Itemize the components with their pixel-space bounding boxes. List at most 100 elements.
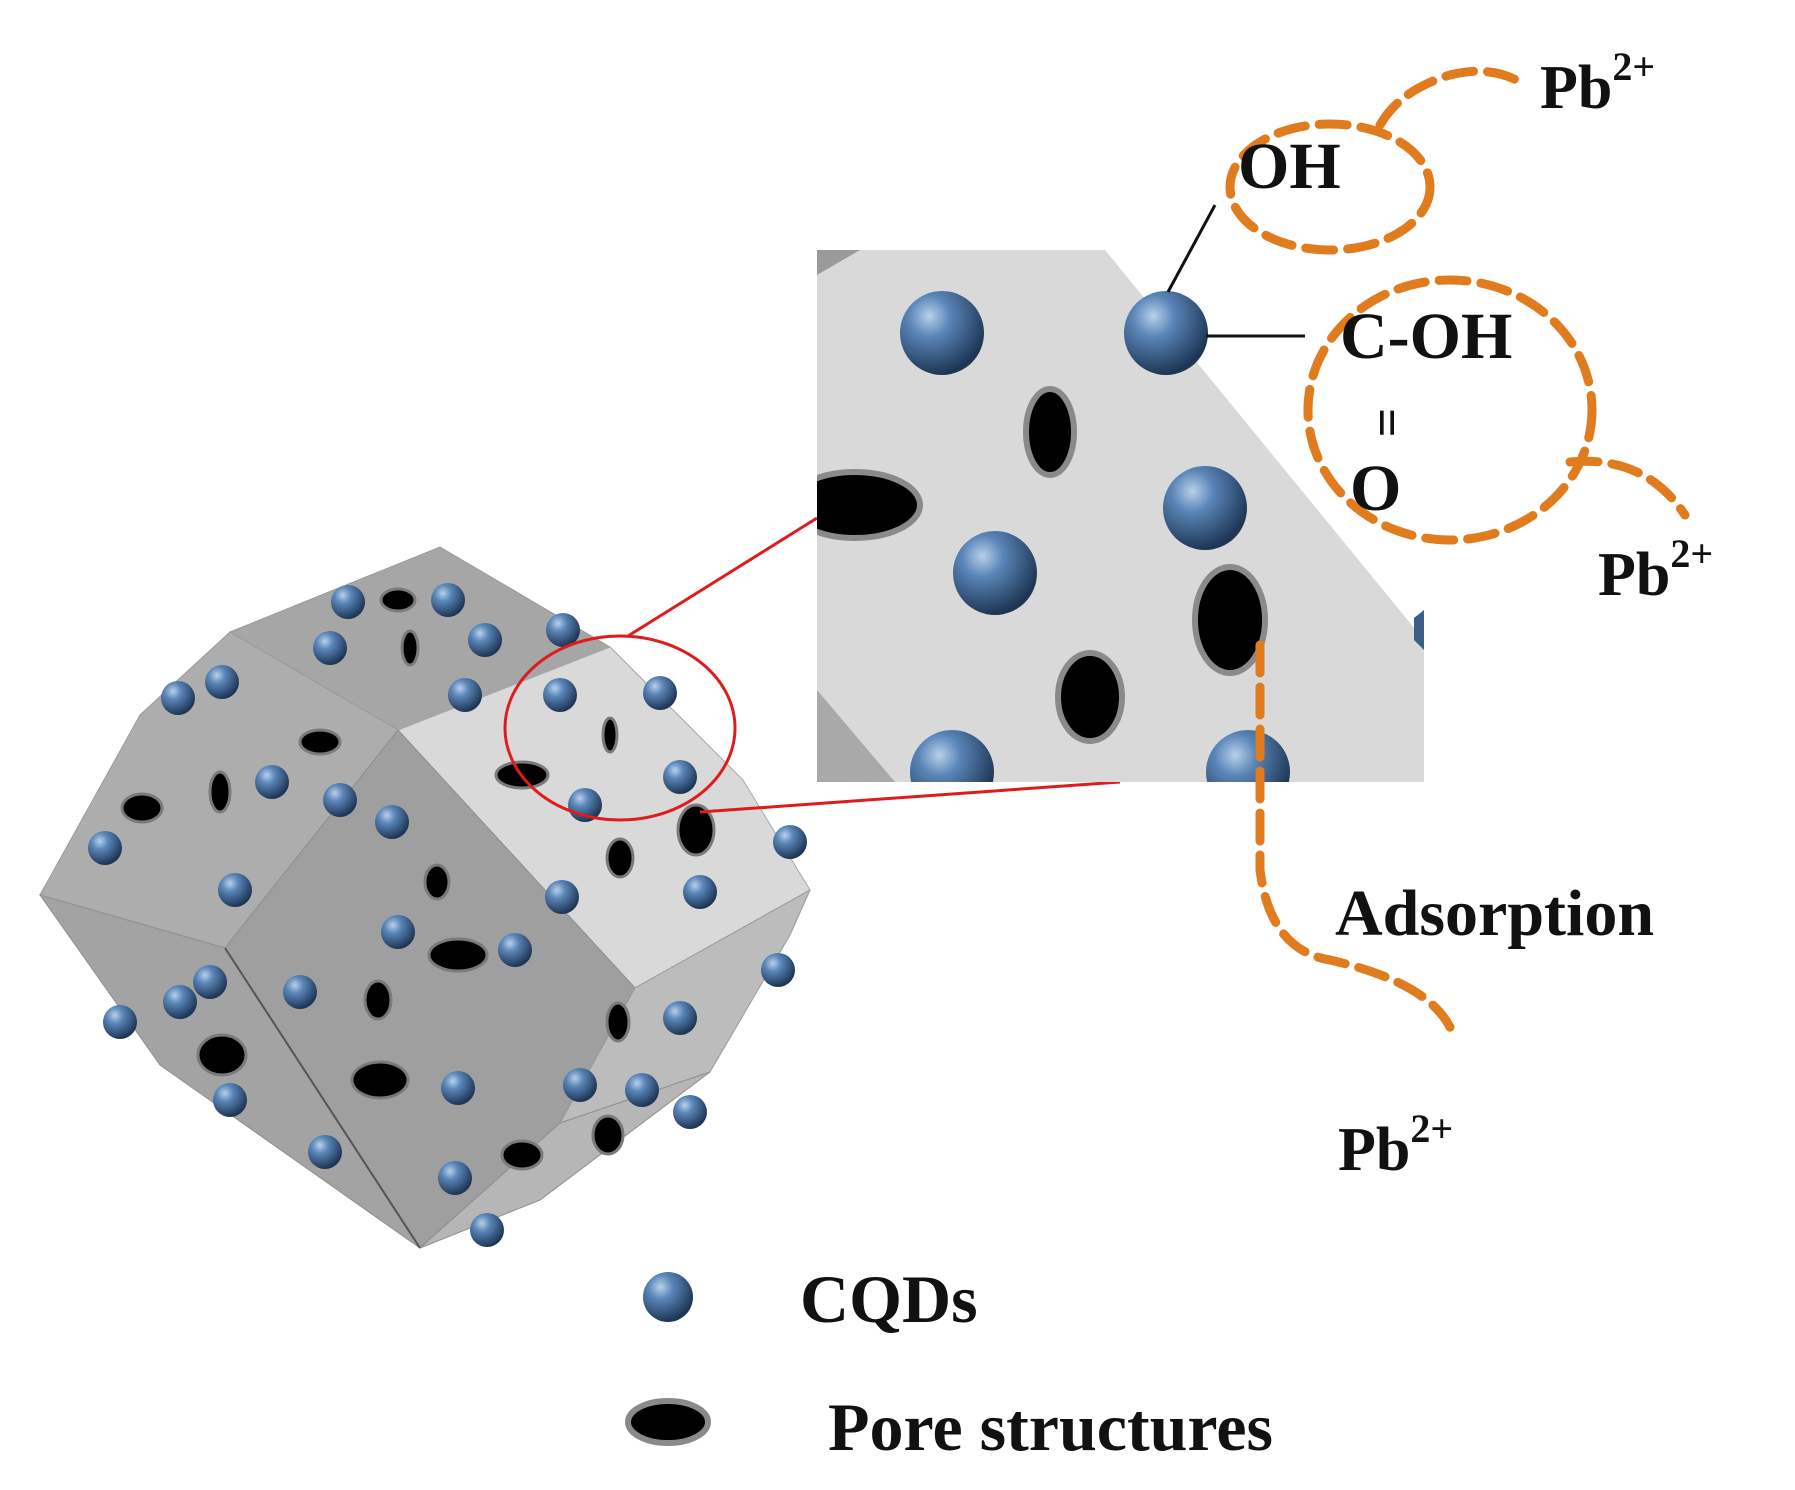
functional-group-labels: OH C-OH = O	[1238, 130, 1512, 525]
pore-structure	[605, 1001, 631, 1043]
cqd-sphere	[546, 613, 580, 647]
functional-group-links	[1166, 204, 1305, 338]
pb-ions: Pb2+ Pb2+ Pb2+	[1338, 44, 1713, 1184]
pore-structure	[676, 803, 716, 857]
pore-structure	[208, 770, 232, 814]
zoomed-surface-panel	[817, 250, 1424, 782]
cqd-sphere	[163, 985, 197, 1019]
o-label: O	[1350, 452, 1401, 525]
cqd-sphere	[323, 783, 357, 817]
pore-structure	[423, 863, 451, 901]
cqd-sphere	[900, 291, 984, 375]
zoom-cqds	[900, 291, 1290, 782]
cqd-sphere	[448, 678, 482, 712]
pb-ion-charge: 2+	[1670, 531, 1713, 576]
cqd-sphere	[205, 665, 239, 699]
zoom-circle	[503, 634, 737, 822]
cqd-sphere	[1163, 466, 1247, 550]
cqd-sphere	[103, 1005, 137, 1039]
cqd-sphere	[673, 1095, 707, 1129]
pore-structure	[605, 837, 635, 879]
bond-line-oh	[1166, 204, 1217, 293]
cqd-sphere	[563, 1068, 597, 1102]
cqd-sphere	[910, 730, 994, 782]
oh-label: OH	[1238, 130, 1341, 203]
cqd-sphere	[468, 623, 502, 657]
pb-ion-symbol: Pb	[1598, 541, 1670, 609]
pore-structure	[400, 629, 420, 667]
pore-structure	[601, 716, 619, 754]
pore-structure	[196, 1033, 248, 1077]
cqd-sphere	[625, 1073, 659, 1107]
legend: CQDs Pore structures	[625, 1261, 1273, 1465]
path-pore-to-pb	[1255, 640, 1460, 1045]
cqd-sphere	[470, 1213, 504, 1247]
path-oh-to-pb	[1375, 66, 1525, 130]
pore-structure	[1055, 650, 1125, 744]
cqd-sphere	[663, 1001, 697, 1035]
legend-cqds-label: CQDs	[800, 1261, 978, 1337]
cqd-sphere	[218, 873, 252, 907]
pore-structure	[1023, 386, 1077, 478]
c-oh-label: C-OH	[1340, 300, 1512, 373]
pb-ion-top: Pb2+	[1540, 44, 1655, 122]
cqd-sphere	[663, 760, 697, 794]
cqd-sphere	[1206, 730, 1290, 782]
polyhedron-cqds	[88, 583, 807, 1247]
cqd-sphere	[438, 1161, 472, 1195]
adsorption-paths	[1225, 66, 1690, 1045]
zoom-line-top	[627, 516, 818, 638]
pore-structure	[427, 937, 489, 973]
oh-group-circle	[1225, 119, 1435, 255]
path-carboxyl-to-pb	[1565, 456, 1690, 520]
pore-structure	[298, 728, 342, 756]
pore-structure	[363, 979, 393, 1021]
cqd-sphere	[498, 933, 532, 967]
cqd-sphere	[643, 676, 677, 710]
zoom-pores	[817, 386, 1268, 744]
pore-structure	[817, 469, 923, 541]
zoom-indicator	[503, 516, 1121, 822]
cqd-sphere	[683, 875, 717, 909]
cqd-sphere	[381, 915, 415, 949]
polyhedron-particle	[38, 546, 812, 1249]
pb-ion-symbol: Pb	[1540, 54, 1612, 122]
cqd-sphere	[331, 585, 365, 619]
cqd-sphere	[308, 1135, 342, 1169]
pore-structure	[379, 587, 417, 613]
pb-ion-charge: 2+	[1612, 44, 1655, 89]
pore-structure	[120, 792, 164, 824]
double-bond-label: =	[1358, 408, 1415, 438]
cqd-sphere	[441, 1071, 475, 1105]
pb-ion-charge: 2+	[1410, 1106, 1453, 1151]
pore-structure	[1192, 564, 1268, 676]
cqd-sphere	[953, 531, 1037, 615]
zoom-edge-bottom	[817, 690, 895, 782]
cqd-sphere	[193, 965, 227, 999]
cqd-sphere	[431, 583, 465, 617]
cqd-sphere	[545, 880, 579, 914]
cqd-sphere	[1124, 291, 1208, 375]
cqd-sphere	[313, 631, 347, 665]
zoom-line-bottom	[699, 780, 1121, 814]
cqd-sphere	[255, 765, 289, 799]
cqd-sphere	[213, 1083, 247, 1117]
cqd-sphere	[543, 678, 577, 712]
cqd-sphere	[283, 975, 317, 1009]
pore-structure	[500, 1139, 544, 1171]
pb-ion-right: Pb2+	[1598, 531, 1713, 609]
legend-pores-label: Pore structures	[828, 1389, 1273, 1465]
cqd-sphere	[761, 953, 795, 987]
edge-line	[224, 947, 421, 1249]
zoom-edge-top	[817, 250, 860, 275]
cqd-sphere	[88, 831, 122, 865]
adsorption-label: Adsorption	[1335, 877, 1654, 950]
cqd-sphere	[161, 681, 195, 715]
zoom-surface-face	[817, 250, 1424, 782]
zoom-edge-right	[1414, 610, 1424, 650]
pb-ion-bottom: Pb2+	[1338, 1106, 1453, 1184]
cqd-sphere	[375, 805, 409, 839]
pore-structure	[591, 1114, 625, 1156]
carboxyl-group-circle	[1303, 275, 1597, 545]
